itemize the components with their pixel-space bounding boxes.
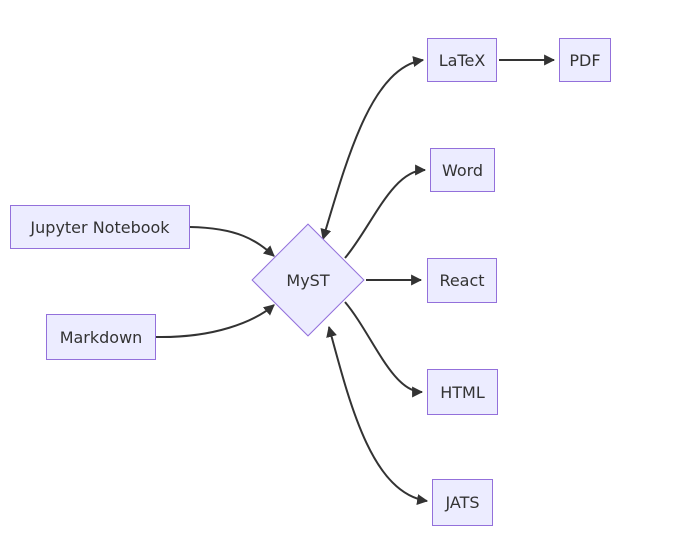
node-word-label: Word (441, 160, 484, 180)
node-myst-label: MyST (286, 270, 330, 290)
node-latex: LaTeX (427, 38, 497, 82)
edge-jupyter-to-myst (189, 226, 275, 257)
node-jupyter-notebook: Jupyter Notebook (10, 205, 190, 249)
node-word: Word (430, 148, 495, 192)
edge-myst-jats-bidirectional (326, 325, 429, 506)
node-html: HTML (427, 369, 498, 415)
node-latex-label: LaTeX (438, 50, 486, 70)
node-jupyter-notebook-label: Jupyter Notebook (30, 217, 170, 237)
node-react-label: React (439, 271, 485, 290)
node-pdf: PDF (559, 38, 611, 82)
node-markdown-label: Markdown (59, 327, 143, 347)
edge-myst-to-word (344, 164, 427, 259)
node-html-label: HTML (440, 382, 485, 402)
node-pdf-label: PDF (569, 50, 601, 70)
node-jats: JATS (432, 479, 493, 526)
node-react: React (427, 258, 497, 303)
edge-myst-latex-bidirectional (320, 56, 425, 241)
node-jats-label: JATS (445, 493, 480, 512)
node-markdown: Markdown (46, 314, 156, 360)
edge-markdown-to-myst (155, 304, 275, 339)
node-myst: MyST (251, 223, 365, 337)
edge-myst-to-html (344, 301, 424, 398)
